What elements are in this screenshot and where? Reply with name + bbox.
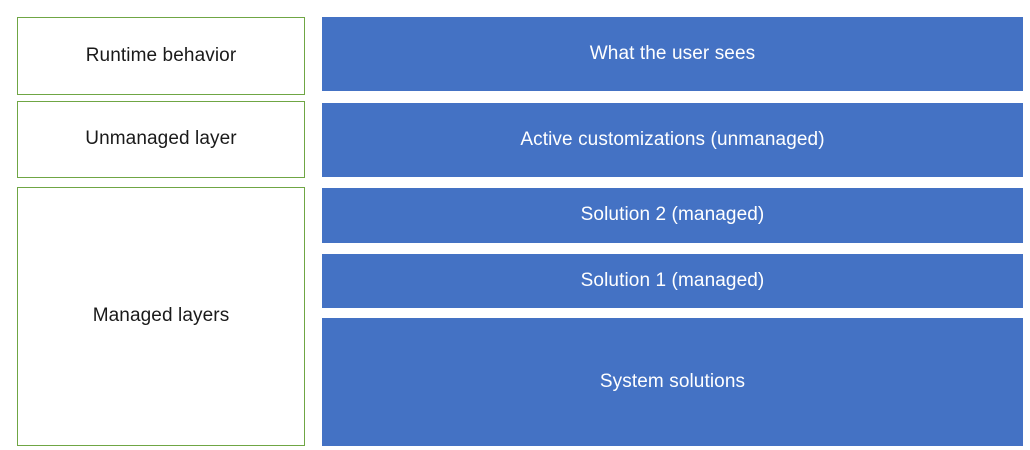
layer-bar-solution-2: Solution 2 (managed) <box>322 188 1023 243</box>
layer-bar-label: Solution 2 (managed) <box>580 204 765 226</box>
left-box-unmanaged-layer: Unmanaged layer <box>17 101 305 178</box>
left-box-label: Runtime behavior <box>85 44 237 66</box>
left-box-label: Unmanaged layer <box>85 128 237 150</box>
layer-bar-label: System solutions <box>599 370 746 392</box>
layer-bar-label: Solution 1 (managed) <box>580 269 765 291</box>
layer-bar-what-the-user-sees: What the user sees <box>322 17 1023 91</box>
left-box-managed-layers: Managed layers <box>17 187 305 446</box>
layer-bar-system-solutions: System solutions <box>322 318 1023 446</box>
layer-bar-solution-1: Solution 1 (managed) <box>322 254 1023 308</box>
left-box-runtime-behavior: Runtime behavior <box>17 17 305 95</box>
layer-bar-active-customizations: Active customizations (unmanaged) <box>322 103 1023 177</box>
left-box-label: Managed layers <box>92 305 230 327</box>
layer-bar-label: What the user sees <box>589 42 756 64</box>
layer-bar-label: Active customizations (unmanaged) <box>520 128 825 150</box>
